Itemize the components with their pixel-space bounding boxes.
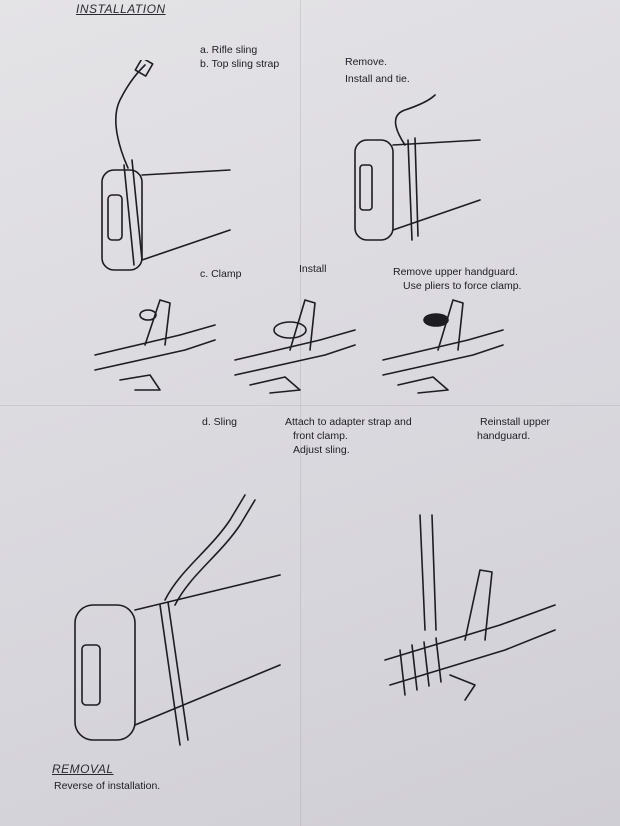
adjust-sling-text: Adjust sling. bbox=[293, 444, 350, 456]
reinstall-text-line1: Reinstall upper bbox=[480, 416, 551, 428]
removal-text: Reverse of installation. bbox=[54, 780, 161, 792]
attach-text-line2: front clamp. bbox=[293, 430, 348, 442]
rifle-stock-strap-illustration bbox=[354, 94, 481, 241]
front-sight-sling-illustration bbox=[384, 514, 556, 701]
stock-sling-adjust-illustration bbox=[74, 494, 281, 746]
paper-fold bbox=[300, 0, 301, 826]
clamp-install-text: Install bbox=[299, 263, 327, 275]
attach-text-line1: Attach to adapter strap and bbox=[285, 416, 412, 428]
reinstall-text-line2: handguard. bbox=[477, 430, 531, 442]
clamp-install-illustration bbox=[234, 299, 356, 394]
front-sight-clamp-illustration bbox=[94, 299, 216, 391]
removal-heading: REMOVAL bbox=[52, 762, 114, 776]
use-pliers-text: Use pliers to force clamp. bbox=[403, 280, 522, 292]
rifle-stock-sling-illustration bbox=[101, 60, 231, 271]
step-c-label: c. Clamp bbox=[200, 268, 242, 280]
paper-fold bbox=[0, 405, 620, 406]
remove-text: Remove. bbox=[345, 56, 388, 68]
installation-heading: INSTALLATION bbox=[76, 2, 166, 16]
step-d-label: d. Sling bbox=[202, 416, 238, 428]
step-b-label: b. Top sling strap bbox=[200, 58, 280, 70]
step-a-label: a. Rifle sling bbox=[200, 44, 258, 56]
remove-handguard-text: Remove upper handguard. bbox=[393, 266, 518, 278]
install-tie-text: Install and tie. bbox=[345, 73, 410, 85]
clamp-pliers-illustration bbox=[382, 299, 504, 394]
